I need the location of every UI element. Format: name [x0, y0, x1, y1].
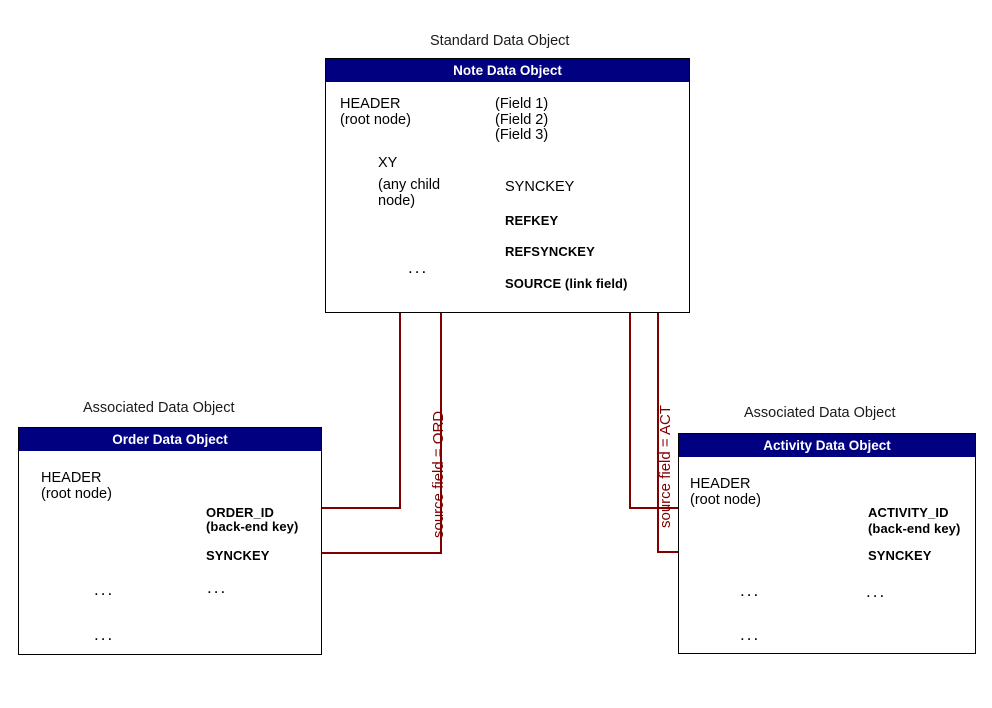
note-child-ellipsis: ...: [408, 258, 429, 277]
note-data-object-box: [325, 58, 690, 313]
order-field-synckey: SYNCKEY: [206, 548, 270, 563]
activity-field-synckey: SYNCKEY: [868, 548, 932, 563]
link-label-source-field-ord: source field = ORD: [430, 410, 447, 538]
order-data-object-box: [18, 427, 322, 655]
order-field-order-id: ORDER_ID: [206, 505, 274, 520]
activity-root-sub: (root node): [690, 492, 761, 508]
note-child-sub-2: node): [378, 193, 416, 209]
activity-field-ellipsis: ...: [866, 582, 887, 601]
order-field-ellipsis: ...: [207, 578, 228, 597]
caption-associated-activity: Associated Data Object: [744, 405, 896, 421]
note-root-field-3: (Field 3): [495, 127, 549, 143]
activity-root-name: HEADER: [690, 476, 751, 492]
caption-associated-order: Associated Data Object: [83, 400, 235, 416]
note-child-field-refsynckey: REFSYNCKEY: [505, 244, 595, 259]
order-child-ellipsis-2: ...: [94, 625, 115, 644]
activity-child-ellipsis-2: ...: [740, 625, 761, 644]
activity-data-object-title: Activity Data Object: [763, 437, 891, 453]
activity-data-object-header: Activity Data Object: [679, 434, 975, 457]
order-data-object-title: Order Data Object: [112, 431, 228, 447]
note-data-object-title: Note Data Object: [453, 62, 562, 78]
order-root-sub: (root node): [41, 486, 112, 502]
order-field-order-id-sub: (back-end key): [206, 519, 299, 534]
note-child-sub-1: (any child: [378, 177, 441, 193]
order-data-object-header: Order Data Object: [19, 428, 321, 451]
note-root-sub: (root node): [340, 112, 411, 128]
note-root-field-1: (Field 1): [495, 96, 549, 112]
note-child-field-refkey: REFKEY: [505, 213, 559, 228]
note-root-name: HEADER: [340, 96, 401, 112]
activity-child-ellipsis-1: ...: [740, 581, 761, 600]
note-child-field-synckey: SYNCKEY: [505, 179, 575, 195]
activity-data-object-box: [678, 433, 976, 654]
order-child-ellipsis-1: ...: [94, 580, 115, 599]
note-child-field-source: SOURCE (link field): [505, 276, 628, 291]
note-child-name: XY: [378, 155, 398, 171]
caption-standard-data-object: Standard Data Object: [430, 33, 570, 49]
note-data-object-header: Note Data Object: [326, 59, 689, 82]
activity-field-activity-id-sub: (back-end key): [868, 521, 961, 536]
activity-field-activity-id: ACTIVITY_ID: [868, 505, 949, 520]
order-root-name: HEADER: [41, 470, 102, 486]
link-label-source-field-act: source field = ACT: [657, 405, 674, 528]
note-root-field-2: (Field 2): [495, 112, 549, 128]
